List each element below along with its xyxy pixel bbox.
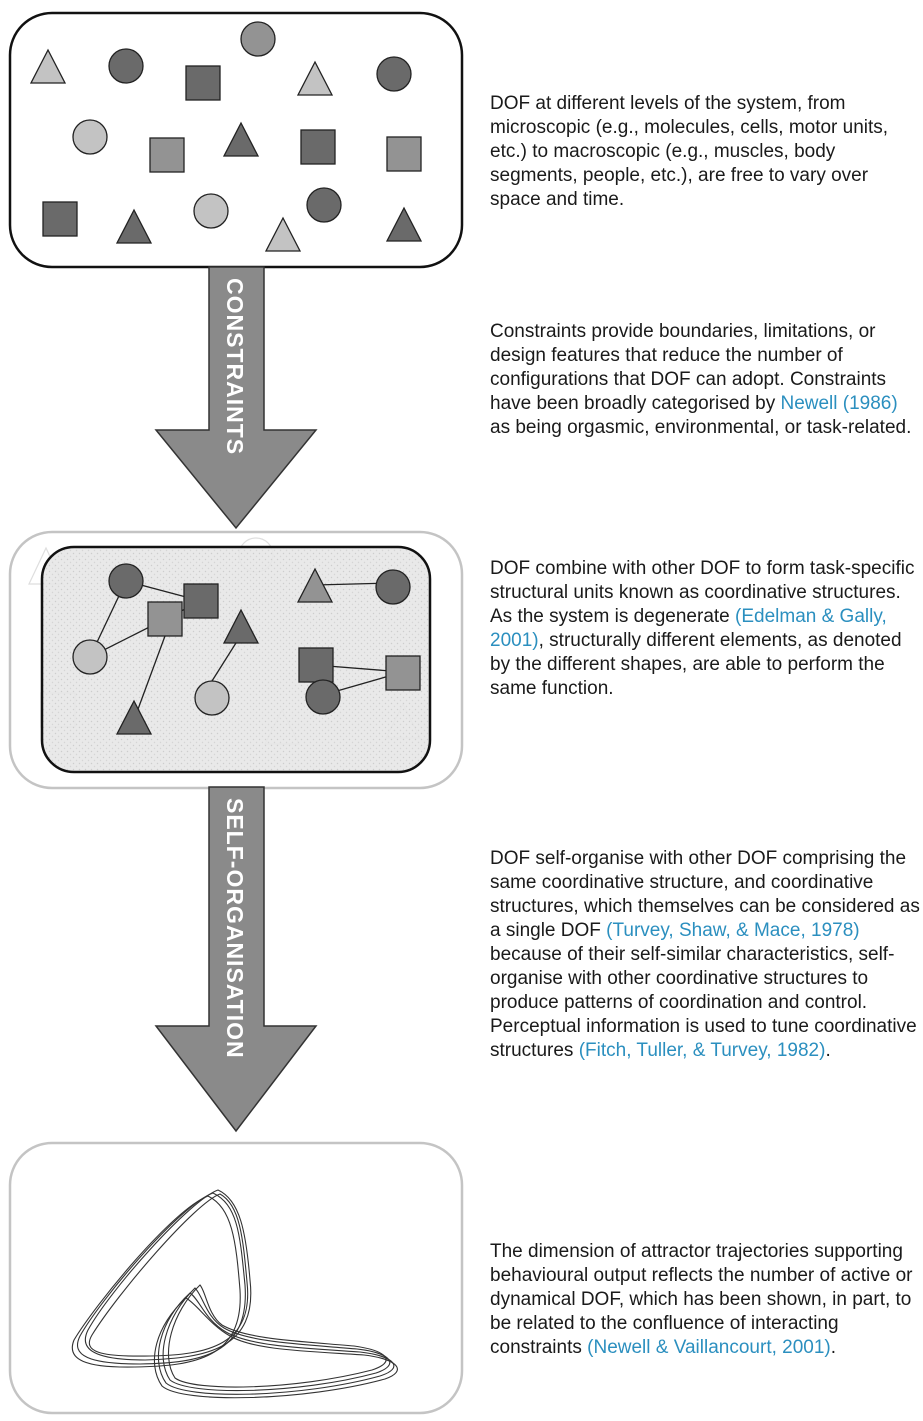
triangle-shape <box>296 60 334 96</box>
citation-link[interactable]: (Newell & Vaillancourt, 2001) <box>587 1337 831 1358</box>
text-segment: . <box>825 1040 831 1061</box>
attractor-panel <box>8 1141 464 1415</box>
description-text: The dimension of attractor trajectories … <box>490 1240 920 1360</box>
triangle-shape <box>222 121 260 157</box>
triangle-shape <box>296 567 334 603</box>
citation-link[interactable]: (Turvey, Shaw, & Mace, 1978) <box>606 920 860 941</box>
square-shape <box>149 137 185 173</box>
text-segment: as being orgasmic, environmental, or tas… <box>490 417 912 438</box>
circle-shape <box>193 193 229 229</box>
circle-shape <box>305 679 341 715</box>
triangle-shape <box>115 208 153 244</box>
circle-shape <box>375 569 411 605</box>
attractor-box <box>8 1141 464 1415</box>
attractor-trajectory <box>71 1189 398 1399</box>
circle-shape <box>194 680 230 716</box>
text-segment: . <box>830 1337 837 1358</box>
square-shape <box>42 201 78 237</box>
attractor-description: The dimension of attractor trajectories … <box>490 1240 920 1360</box>
triangle-shape <box>115 699 153 735</box>
square-shape <box>386 136 422 172</box>
description-text: Constraints provide boundaries, limitati… <box>490 320 920 440</box>
free-dof-description: DOF at different levels of the system, f… <box>490 92 920 212</box>
text-segment: because of their self-similar characteri… <box>490 944 917 1061</box>
description-text: DOF self-organise with other DOF compris… <box>490 847 920 1063</box>
citation-link[interactable]: (Fitch, Tuller, & Turvey, 1982) <box>578 1040 826 1061</box>
description-text: DOF combine with other DOF to form task-… <box>490 557 920 701</box>
circle-shape <box>306 187 342 223</box>
circle-shape <box>72 639 108 675</box>
self-organisation-label: SELF-ORGANISATION <box>222 798 248 1059</box>
square-shape <box>147 601 183 637</box>
circle-shape <box>108 48 144 84</box>
text-segment: The dimension of attractor trajectories … <box>490 1241 913 1358</box>
circle-shape <box>108 563 144 599</box>
coordinated-shapes <box>72 563 421 735</box>
square-shape <box>300 129 336 165</box>
text-segment: DOF combine with other DOF to form task-… <box>490 558 915 627</box>
triangle-shape <box>385 206 423 242</box>
square-shape <box>185 65 221 101</box>
circle-shape <box>376 56 412 92</box>
triangle-shape <box>264 216 302 252</box>
triangle-shape <box>29 48 67 84</box>
square-shape <box>385 655 421 691</box>
dof-shapes <box>29 21 423 252</box>
square-shape <box>183 583 219 619</box>
self-organise-description: DOF self-organise with other DOF compris… <box>490 847 920 1063</box>
text-segment: DOF self-organise with other DOF compris… <box>490 848 920 941</box>
citation-link[interactable]: Newell (1986) <box>780 393 898 414</box>
description-text: DOF at different levels of the system, f… <box>490 93 889 210</box>
self-organisation-arrow: SELF-ORGANISATION <box>154 786 318 1133</box>
circle-shape <box>240 21 276 57</box>
square-shape <box>298 647 334 683</box>
circle-shape <box>72 119 108 155</box>
coordinative-structures-panel <box>8 530 464 790</box>
coordinative-description: DOF combine with other DOF to form task-… <box>490 557 920 701</box>
free-dof-panel <box>8 11 464 269</box>
citation-link[interactable]: (Edelman & Gally, 2001) <box>490 606 887 651</box>
triangle-shape <box>222 608 260 644</box>
constraints-arrow: CONSTRAINTS <box>154 266 318 530</box>
constraints-description: Constraints provide boundaries, limitati… <box>490 320 920 440</box>
constraints-label: CONSTRAINTS <box>222 278 248 455</box>
text-segment: , structurally different elements, as de… <box>490 630 902 699</box>
text-segment: Constraints provide boundaries, limitati… <box>490 321 887 414</box>
